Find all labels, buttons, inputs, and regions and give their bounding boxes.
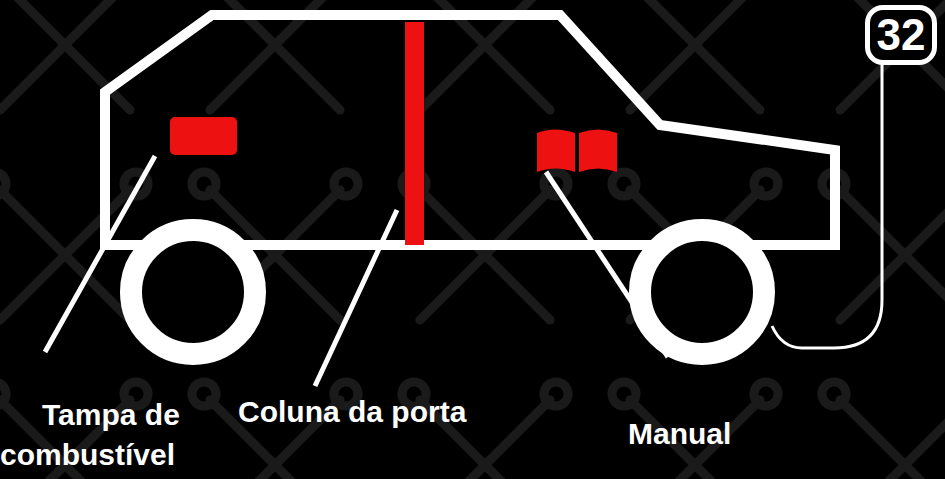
callout-wire — [772, 64, 882, 348]
manual-book-left — [537, 130, 575, 173]
leader-line — [315, 210, 397, 386]
callout-box: 32 — [865, 5, 937, 65]
front-wheel — [131, 230, 255, 354]
callout-number: 32 — [877, 10, 926, 60]
door-pillar-mark — [405, 22, 424, 245]
fuel-cap-mark — [170, 117, 237, 155]
part-label: Manual — [628, 414, 731, 454]
part-label: Tampa de combustível — [0, 395, 200, 475]
car-outline — [105, 15, 835, 245]
part-label: Coluna da porta — [238, 392, 466, 432]
leader-line — [45, 156, 155, 352]
manual-book-right — [579, 130, 617, 173]
leader-line — [546, 172, 668, 357]
rear-wheel — [640, 230, 764, 354]
